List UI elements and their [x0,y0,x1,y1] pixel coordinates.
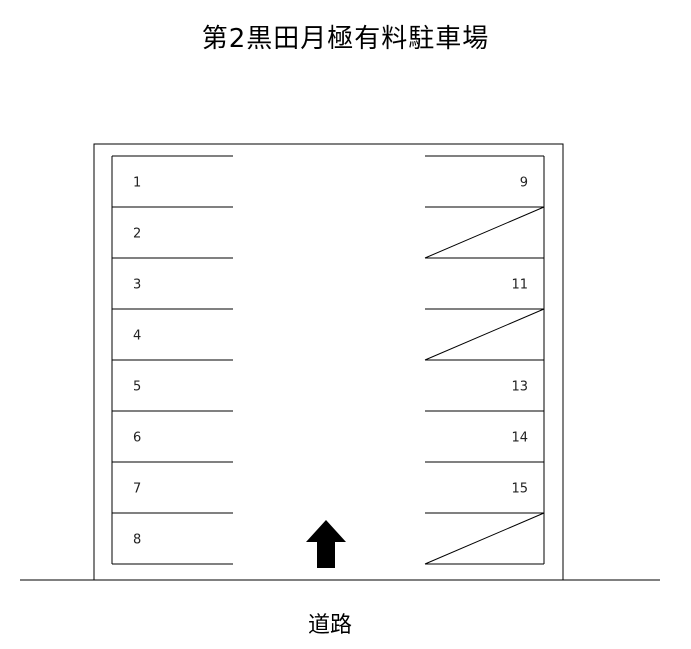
space-number: 9 [520,176,528,191]
space-number: 5 [133,380,141,395]
up-arrow-icon [306,520,346,568]
road-label: 道路 [307,613,352,638]
left-parking-row: 1 2 3 4 5 6 7 8 [112,155,233,565]
space-number: 4 [133,329,141,344]
space-number: 14 [511,431,528,446]
space-number: 3 [133,278,141,293]
space-number: 11 [511,278,528,293]
space-number: 13 [511,380,528,395]
space-number: 7 [133,482,141,497]
space-number: 6 [133,431,141,446]
right-parking-row: 9 11 13 14 15 [424,155,545,565]
space-number: 1 [133,176,141,191]
space-number: 15 [511,482,528,497]
space-number: 8 [133,533,141,548]
space-number: 2 [133,227,141,242]
lot-boundary [93,143,564,580]
unavailable-space-slash [424,308,545,361]
unavailable-space-slash [424,206,545,259]
unavailable-space-slash [424,512,545,565]
page-title: 第2黒田月極有料駐車場 [201,24,490,54]
